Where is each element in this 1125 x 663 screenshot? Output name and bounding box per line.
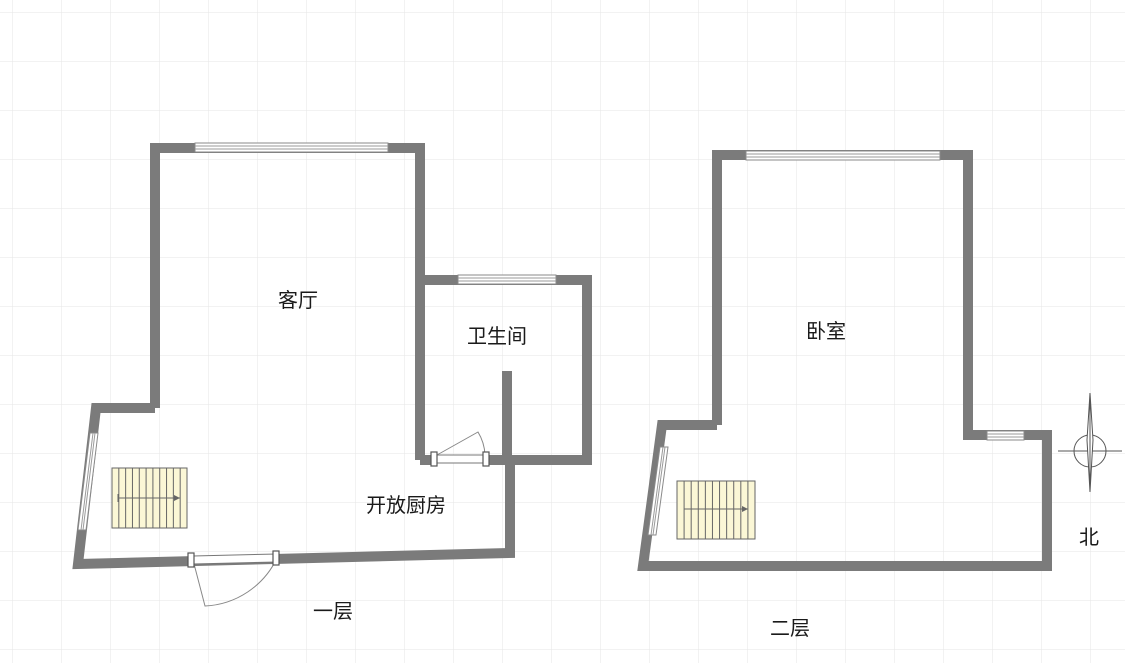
living-room-window: [194, 142, 389, 153]
bathroom-window: [457, 274, 557, 285]
room-label-bedroom: 卧室: [806, 319, 846, 343]
floor-1-plan: 客厅 卫生间 开放厨房 一层: [72, 142, 592, 623]
entrance-door: [187, 550, 280, 607]
room-label-open-kitchen: 开放厨房: [366, 493, 446, 517]
bedroom-window: [745, 150, 941, 161]
compass-north-label: 北: [1079, 525, 1099, 549]
bathroom-door: [430, 431, 490, 467]
room-label-living-room: 客厅: [278, 288, 318, 312]
floor-1-left-window: [77, 432, 99, 531]
room-label-bathroom: 卫生间: [467, 324, 527, 348]
floor-1-stairs: [111, 467, 188, 529]
floor-2-left-window: [647, 446, 669, 536]
floor-2-right-window: [986, 430, 1025, 441]
floor-label-2: 二层: [770, 616, 810, 640]
north-compass-icon: 北: [1058, 392, 1122, 549]
floor-2-plan: 卧室 二层: [637, 150, 1052, 640]
floor-2-stairs: [676, 480, 756, 540]
floor-label-1: 一层: [313, 599, 353, 623]
